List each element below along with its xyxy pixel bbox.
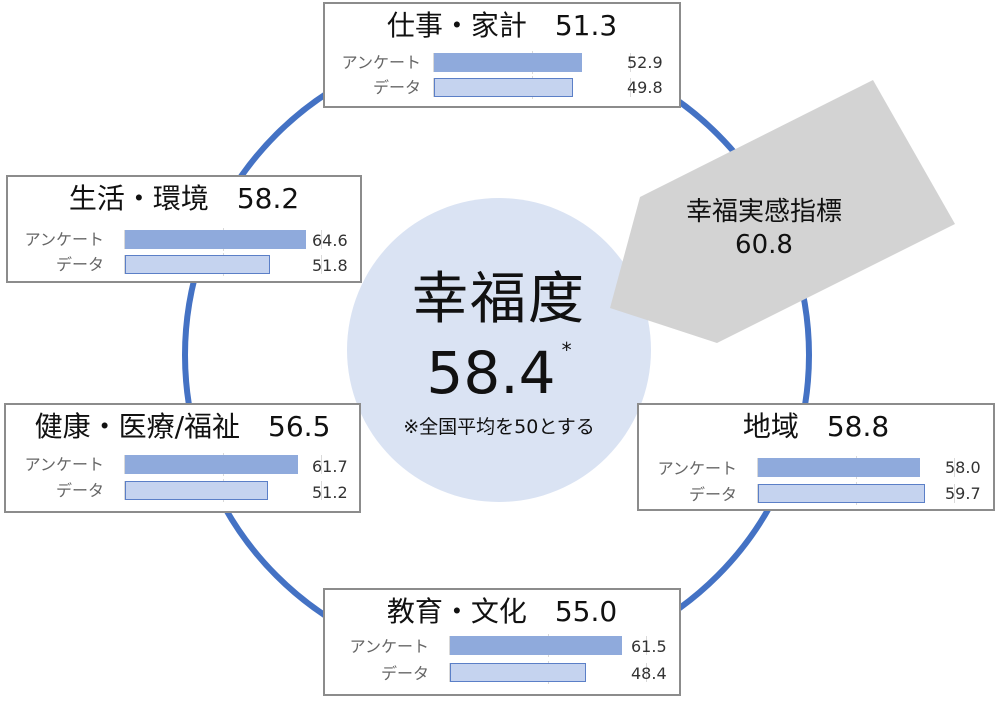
bar-survey xyxy=(450,636,623,655)
callout-label: 幸福実感指標 xyxy=(685,197,842,227)
panel-title-label: 仕事・家計 xyxy=(386,9,527,42)
center-score: 58.4* xyxy=(349,340,649,402)
panel-score: 58.2 xyxy=(236,182,300,215)
panel-life-environment: 生活・環境 58.2 アンケート 64.6 データ 51.8 xyxy=(6,175,362,283)
value-survey: 58.0 xyxy=(945,458,981,477)
row-label-survey: アンケート xyxy=(24,455,104,474)
bar-survey xyxy=(125,230,306,249)
bar-track xyxy=(433,76,631,99)
value-data: 48.4 xyxy=(631,664,667,683)
bar-data xyxy=(434,78,574,97)
value-data: 59.7 xyxy=(945,484,981,503)
row-label-survey: アンケート xyxy=(341,53,421,72)
center-circle xyxy=(347,198,651,502)
panel-score: 56.5 xyxy=(268,410,331,443)
panel-title: 健康・医療/福祉 56.5 xyxy=(6,413,359,441)
panel-work-household: 仕事・家計 51.3 アンケート 52.9 データ 49.8 xyxy=(323,2,681,108)
footnote-asterisk: * xyxy=(561,338,572,362)
panel-score: 51.3 xyxy=(554,9,618,42)
bar-track xyxy=(757,456,955,479)
bar-track xyxy=(124,453,322,476)
panel-title-label: 健康・医療/福祉 xyxy=(34,410,241,443)
row-label-data: データ xyxy=(55,481,104,500)
panel-title-label: 教育・文化 xyxy=(386,595,527,628)
center-score-value: 58.4 xyxy=(426,339,556,407)
callout-text: 幸福実感指標 60.8 xyxy=(664,196,864,263)
panel-community: 地域 58.8 アンケート 58.0 データ 59.7 xyxy=(637,403,995,511)
bar-track xyxy=(124,228,322,251)
bar-data xyxy=(758,484,926,503)
row-label-data: データ xyxy=(55,255,104,274)
bar-track xyxy=(449,661,647,684)
row-label-data: データ xyxy=(372,78,421,97)
bar-track xyxy=(449,634,647,657)
panel-title: 教育・文化 55.0 xyxy=(325,598,679,626)
panel-title: 地域 58.8 xyxy=(639,413,993,441)
value-data: 51.2 xyxy=(312,483,348,502)
panel-title: 仕事・家計 51.3 xyxy=(325,12,679,40)
value-data: 51.8 xyxy=(312,256,348,275)
value-survey: 52.9 xyxy=(627,53,663,72)
center-note: ※全国平均を50とする xyxy=(403,416,595,438)
row-label-survey: アンケート xyxy=(24,230,104,249)
row-label-survey: アンケート xyxy=(657,459,737,478)
value-data: 49.8 xyxy=(627,78,663,97)
panel-title-label: 地域 xyxy=(742,410,799,443)
panel-score: 55.0 xyxy=(554,595,618,628)
panel-education-culture: 教育・文化 55.0 アンケート 61.5 データ 48.4 xyxy=(323,588,681,696)
bar-data xyxy=(125,481,269,500)
panel-title-label: 生活・環境 xyxy=(68,182,209,215)
bar-survey xyxy=(125,455,298,474)
value-survey: 61.5 xyxy=(631,637,667,656)
row-label-data: データ xyxy=(688,485,737,504)
bar-track xyxy=(433,51,631,74)
bar-data xyxy=(125,255,271,274)
bar-track xyxy=(124,253,322,276)
bar-track xyxy=(124,479,322,502)
bar-track xyxy=(757,482,955,505)
value-survey: 61.7 xyxy=(312,457,348,476)
panel-health-medical-welfare: 健康・医療/福祉 56.5 アンケート 61.7 データ 51.2 xyxy=(4,403,361,513)
row-label-survey: アンケート xyxy=(349,637,429,656)
bar-survey xyxy=(434,53,583,72)
bar-data xyxy=(450,663,586,682)
panel-title: 生活・環境 58.2 xyxy=(8,185,360,213)
bar-survey xyxy=(758,458,921,477)
value-survey: 64.6 xyxy=(312,231,348,250)
callout-value: 60.8 xyxy=(735,230,793,261)
row-label-data: データ xyxy=(380,664,429,683)
panel-score: 58.8 xyxy=(826,410,890,443)
center-title: 幸福度 xyxy=(412,267,586,332)
callout-arrow xyxy=(610,80,955,343)
